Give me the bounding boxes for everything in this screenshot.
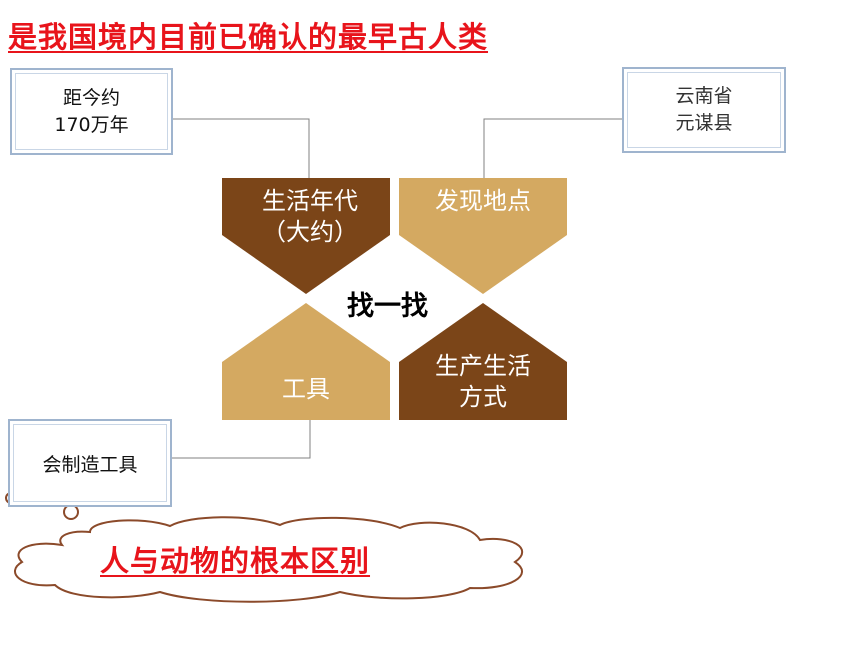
connector-tools: [172, 420, 311, 459]
cloud-shape: [14, 516, 523, 603]
connector-era: [173, 118, 310, 178]
era-shape: [222, 178, 390, 294]
center-label: 找一找: [347, 291, 428, 322]
location-label-line1: 发现地点: [435, 187, 531, 215]
location-callout-line2: 元谋县: [675, 112, 733, 134]
lifestyle-label: 生产生活 方式: [399, 351, 567, 413]
location-callout-box: 云南省 元谋县: [622, 67, 786, 153]
lifestyle-label-line2: 方式: [459, 383, 507, 412]
era-label-line1: 生活年代: [262, 187, 358, 215]
tools-callout-text: 会制造工具: [42, 453, 138, 476]
tools-label: 工具: [222, 374, 390, 405]
tools-shape: [222, 303, 390, 420]
era-label: 生活年代 （大约）: [222, 186, 398, 248]
location-label: 发现地点: [399, 186, 567, 217]
era-callout-box: 距今约 170万年: [10, 68, 173, 155]
connector-location: [483, 118, 622, 178]
era-callout-line1: 距今约: [62, 86, 120, 109]
era-callout-line2: 170万年: [54, 113, 129, 136]
tools-label-line1: 工具: [282, 375, 330, 403]
location-shape: [399, 178, 567, 294]
page-title: 是我国境内目前已确认的最早古人类: [8, 20, 489, 54]
tools-callout-box: 会制造工具: [8, 419, 172, 507]
era-label-line2: （大约）: [262, 218, 358, 247]
cloud-text: 人与动物的根本区别: [100, 544, 371, 578]
lifestyle-shape: [399, 303, 567, 420]
lifestyle-label-line1: 生产生活: [435, 352, 531, 380]
thought-bubble-medium: [63, 504, 79, 520]
location-callout-line1: 云南省: [675, 85, 733, 108]
